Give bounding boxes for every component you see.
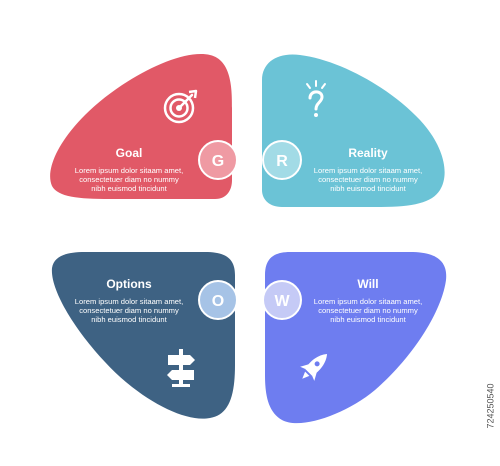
stock-image-id: 724250540 (484, 350, 498, 462)
will-petal: Will Lorem ipsum dolor sitaam amet, cons… (265, 252, 447, 424)
reality-petal: Reality Lorem ipsum dolor sitaam amet, c… (262, 54, 445, 207)
reality-body-line-2: consectetuer diam no nummy (318, 175, 418, 184)
reality-title: Reality (348, 146, 388, 160)
will-body-line-2: consectetuer diam no nummy (318, 306, 418, 315)
reality-petal-shape (262, 54, 445, 207)
will-body-line-3: nibh euismod tincidunt (330, 315, 406, 324)
letter-g: G (212, 153, 224, 170)
target-icon (163, 89, 198, 124)
goal-body-line-1: Lorem ipsum dolor sitaam amet, (75, 166, 183, 175)
will-title: Will (357, 277, 378, 291)
rocket-icon (300, 353, 328, 381)
stock-image-id-text: 724250540 (486, 383, 496, 429)
letter-o: O (212, 293, 224, 310)
options-body-line-3: nibh euismod tincidunt (91, 315, 167, 324)
options-title: Options (106, 277, 152, 291)
goal-body-line-2: consectetuer diam no nummy (79, 175, 179, 184)
goal-petal-shape (50, 54, 233, 199)
letter-circle-w: W (262, 280, 302, 320)
letter-circle-g: G (198, 140, 238, 180)
letter-circle-r: R (262, 140, 302, 180)
question-icon (306, 80, 326, 117)
signpost-icon (167, 349, 195, 387)
goal-body-line-3: nibh euismod tincidunt (91, 184, 167, 193)
goal-petal: Goal Lorem ipsum dolor sitaam amet, cons… (50, 54, 233, 199)
options-body-line-1: Lorem ipsum dolor sitaam amet, (75, 297, 183, 306)
reality-body-line-1: Lorem ipsum dolor sitaam amet, (314, 166, 422, 175)
letter-r: R (276, 153, 288, 170)
will-body-line-1: Lorem ipsum dolor sitaam amet, (314, 297, 422, 306)
goal-title: Goal (116, 146, 143, 160)
options-body-line-2: consectetuer diam no nummy (79, 306, 179, 315)
letter-w: W (274, 293, 290, 310)
reality-body-line-3: nibh euismod tincidunt (330, 184, 406, 193)
letter-circle-o: O (198, 280, 238, 320)
will-petal-shape (265, 252, 447, 424)
options-petal: Options Lorem ipsum dolor sitaam amet, c… (51, 252, 236, 419)
